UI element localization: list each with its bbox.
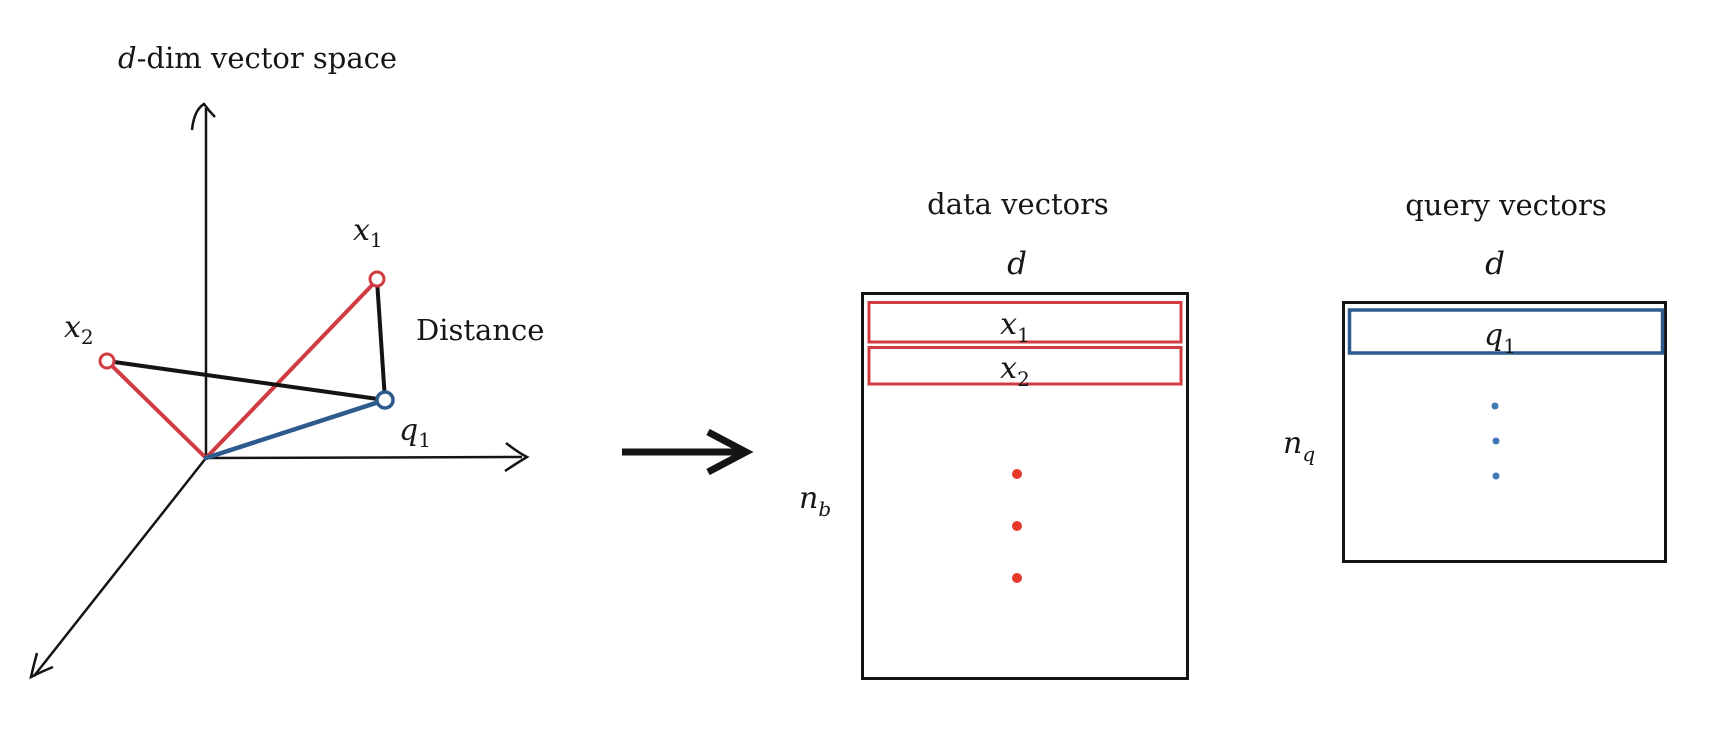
- vector-space-title: d-dim vector space: [118, 41, 397, 75]
- query-ellipsis-dot: [1492, 437, 1500, 445]
- query-count-label: nq: [1283, 426, 1315, 466]
- point-q1-marker: [375, 390, 395, 410]
- data-ellipsis-dot: [1012, 469, 1022, 479]
- vector-space-plot: d-dim vector space x1 x2 q1 Distance: [29, 41, 544, 680]
- vector-x1-line: [204, 278, 379, 460]
- data-vectors-title: data vectors: [927, 187, 1109, 221]
- x-axis-line: [205, 455, 523, 460]
- point-x1-marker: [368, 270, 386, 288]
- query-matrix-box: [1342, 301, 1667, 563]
- point-x2-label: x2: [64, 310, 94, 349]
- point-q1-label: q1: [399, 413, 431, 452]
- data-row-x2: [867, 346, 1183, 386]
- data-dim-label: d: [1007, 246, 1027, 282]
- query-vectors-title: query vectors: [1405, 188, 1607, 222]
- distance-x2-q1-line: [105, 359, 387, 402]
- point-x1-label: x1: [353, 213, 383, 252]
- data-ellipsis-dot: [1012, 521, 1022, 531]
- vector-q1-line: [203, 397, 388, 461]
- z-axis-arrowhead: [29, 652, 54, 680]
- data-row-x2-label: x2: [1000, 351, 1030, 391]
- query-vectors-panel: query vectors d q1 nq: [1283, 188, 1667, 563]
- distance-x1-q1-line: [375, 278, 387, 402]
- vector-x2-line: [105, 359, 208, 460]
- query-ellipsis-dot: [1491, 402, 1499, 410]
- data-vectors-panel: data vectors d x1 x2 nb: [799, 187, 1189, 680]
- x-axis-arrowhead: [504, 442, 530, 473]
- transform-arrow-head: [706, 428, 754, 476]
- y-axis-arrowhead: [190, 102, 216, 131]
- distance-label: Distance: [416, 313, 544, 347]
- data-ellipsis-dot: [1012, 573, 1022, 583]
- query-row-q1: [1347, 308, 1665, 355]
- transform-arrow: [622, 428, 754, 476]
- z-axis-line: [33, 457, 207, 677]
- query-dim-label: d: [1485, 246, 1505, 282]
- data-count-label: nb: [799, 481, 831, 521]
- point-x2-marker: [98, 352, 116, 370]
- query-row-q1-label: q1: [1484, 318, 1516, 358]
- data-row-x1-label: x1: [1000, 307, 1030, 347]
- data-row-x1: [867, 301, 1183, 344]
- query-ellipsis-dot: [1492, 472, 1500, 480]
- data-matrix-box: [861, 292, 1189, 680]
